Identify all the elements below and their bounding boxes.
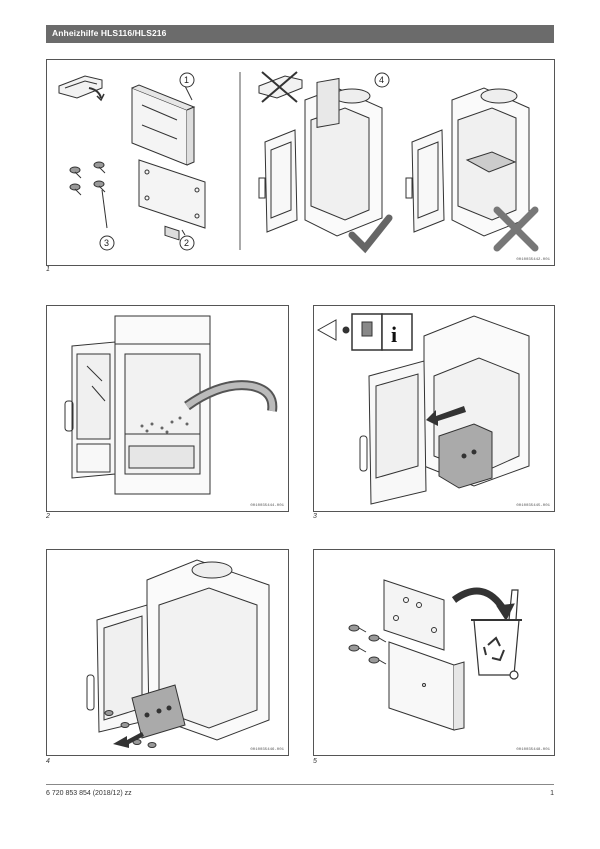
figure-5-illustration [348,579,522,731]
figure-1-panel: 1 2 3 4 0010035442-001 [46,59,555,266]
figure-3-panel: i 0010035445-001 [313,305,555,512]
debris-dots [140,416,189,434]
figure-5-number: 5 [313,758,317,765]
footer-divider [46,784,554,785]
arrow-left-icon [426,406,466,426]
footer-page-number: 1 [550,790,554,797]
callout-2: 2 [184,238,189,248]
figure-2-code: 0010035444-001 [250,504,284,508]
figure-2-illustration [64,315,278,495]
header-title: Anheizhilfe HLS116/HLS216 [52,28,167,38]
figure-1-code: 0010035442-001 [516,258,550,262]
figure-2-panel: 0010035444-001 [46,305,289,512]
svg-text:i: i [391,322,397,347]
figure-1-number: 1 [46,266,50,273]
figure-4-panel: 0010035446-001 [46,549,289,756]
check-icon [348,214,393,254]
figure-3-code: 0010035445-001 [516,504,550,508]
cross-icon [493,206,539,252]
footer-doc-id: 6 720 853 854 (2018/12) zz [46,790,132,797]
figure-3-number: 3 [313,513,317,520]
figure-1-illustration: 1 2 3 4 [58,71,539,254]
figure-4-code: 0010035446-001 [250,748,284,752]
callout-3: 3 [104,238,109,248]
callout-4: 4 [379,75,384,85]
header-bar: Anheizhilfe HLS116/HLS216 [46,25,554,43]
figure-5-panel: 0010035448-001 [313,549,555,756]
recycle-bin-icon [471,589,522,680]
figure-4-number: 4 [46,758,50,765]
book-info-icon: i [351,313,413,351]
figure-4-illustration [86,559,270,748]
arrow-down-left-icon [113,732,144,748]
callout-group: 1 2 3 4 [99,72,390,251]
eye-icon [316,319,337,341]
figure-2-number: 2 [46,513,50,520]
figure-5-code: 0010035448-001 [516,748,550,752]
callout-1: 1 [184,75,189,85]
figure-3-illustration: i [316,313,530,505]
